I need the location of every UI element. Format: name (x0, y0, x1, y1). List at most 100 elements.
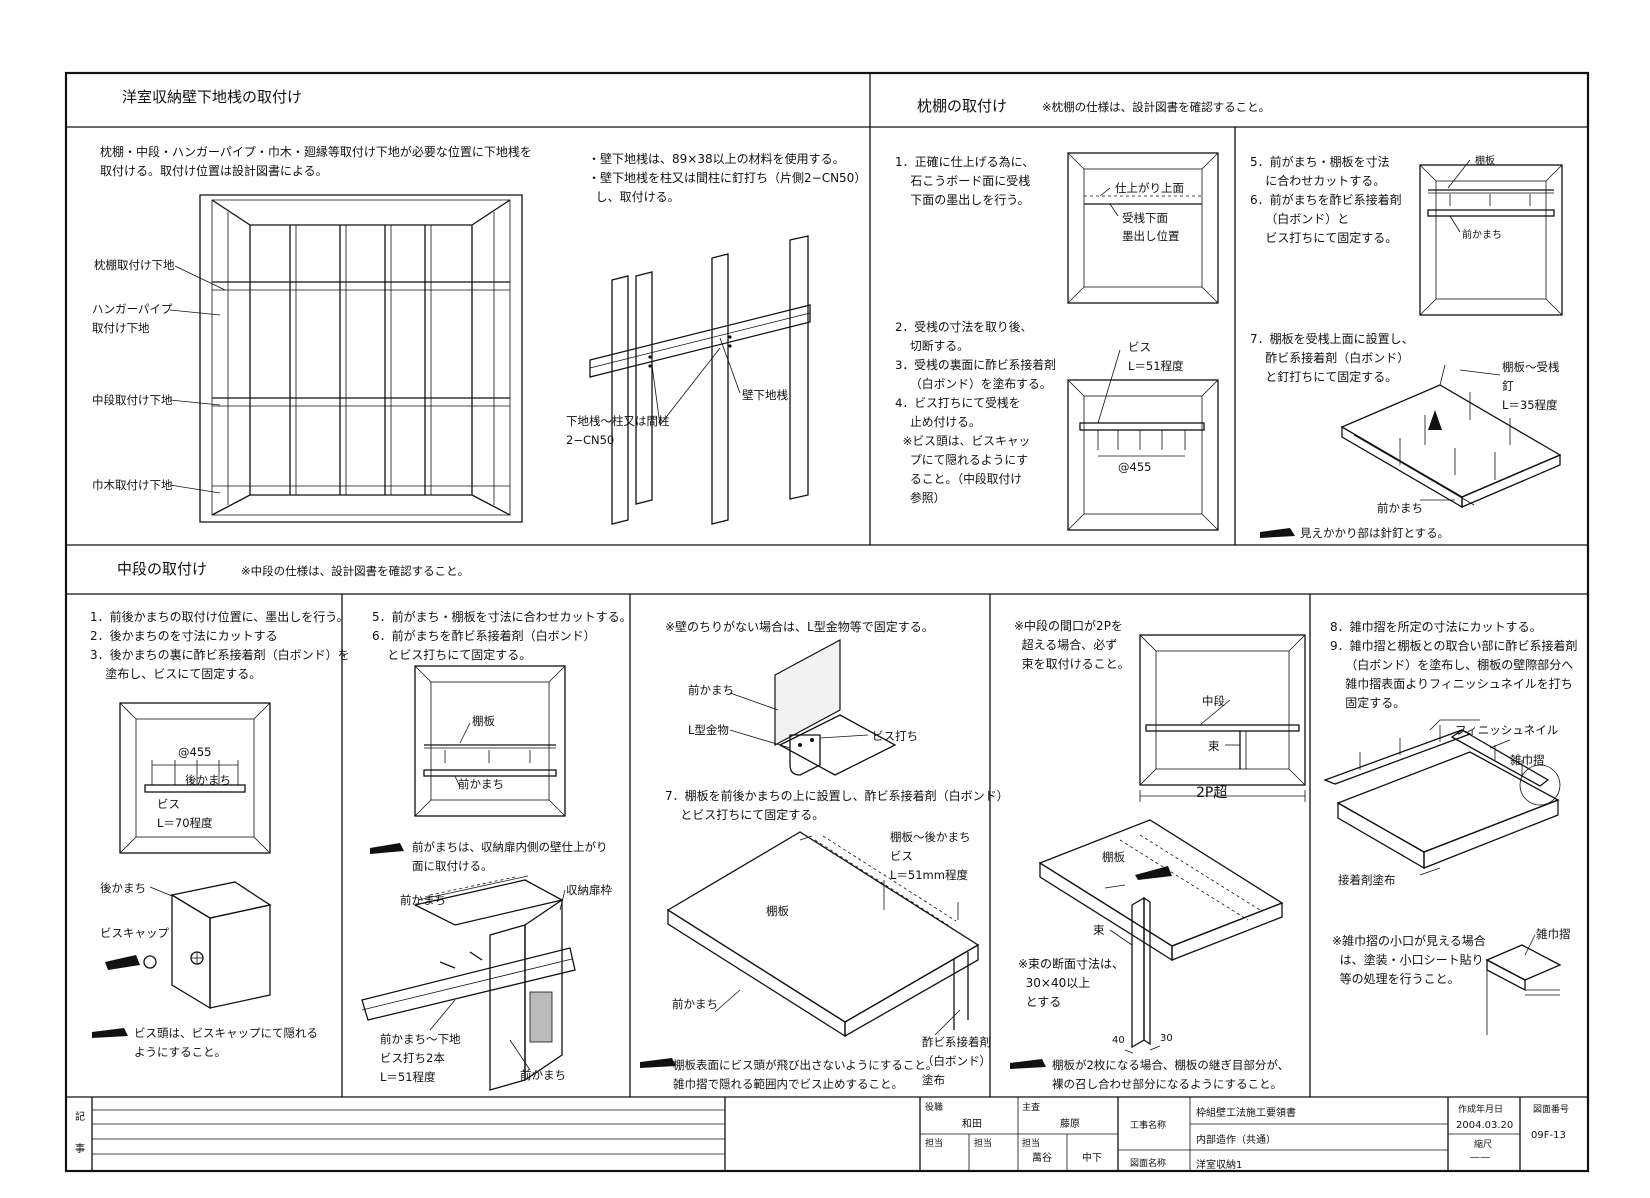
label-chudan: 中段取付け下地 (92, 393, 173, 407)
tb-no: 09F-13 (1531, 1130, 1566, 1141)
label-makurada: 枕棚取付け下地 (94, 258, 175, 272)
tb-koji2: 内部造作（共通） (1196, 1135, 1276, 1146)
makurada-hint: 見えかかり部は針釘とする。 (1300, 526, 1450, 540)
label-2p: 2P超 (1196, 785, 1228, 801)
label-chudan-455: @455 (178, 745, 212, 759)
tb-name4: 中下 (1082, 1153, 1102, 1164)
zokinzuri-koguchi (1485, 934, 1562, 1035)
makurada-step5-text: 5．前がまち・棚板を寸法 に合わせカットする。 6．前がまちを酢ビ系接着剤 （白… (1250, 155, 1402, 245)
label-hanger: ハンガーパイプ 取付け下地 (92, 302, 173, 335)
tb-name3: 萬谷 (1032, 1153, 1052, 1164)
tb-zumen-label: 図面名称 (1130, 1159, 1167, 1169)
makurada-step7-text: 7．棚板を受桟上面に設置し、 酢ビ系接着剤（白ボンド） と釘打ちにて固定する。 (1250, 332, 1414, 384)
tb-scale-label: 縮尺 (1474, 1140, 1493, 1150)
label-tana2: 棚板 (1102, 850, 1125, 864)
chudan-hint4: 棚板が2枚になる場合、棚板の継ぎ目部分が、 裸の召し合わせ部分になるようにするこ… (1052, 1058, 1290, 1091)
tb-date: 2004.03.20 (1456, 1120, 1514, 1131)
label-atokamachi: 後かまち (185, 773, 231, 787)
closet-framing-drawing (169, 194, 523, 523)
label-biscap: ビスキャップ (100, 926, 169, 940)
tb-no-label: 図面番号 (1533, 1105, 1570, 1115)
tb-scale: —— (1470, 1152, 1490, 1163)
zokinzuri-steps: 8．雑巾摺を所定の寸法にカットする。 9．雑巾摺と棚板との取合い部に酢ビ系接着剤… (1330, 620, 1578, 710)
label-tana: 棚板 (766, 904, 789, 918)
zokinzuri-koguchi-note: ※雑巾摺の小口が見える場合 は、塗装・小口シート貼り 等の処理を行うこと。 (1332, 934, 1486, 986)
chudan-step5-text: 5．前がまち・棚板を寸法に合わせカットする。 6．前がまちを酢ビ系接着剤（白ボン… (372, 610, 632, 662)
label-tobirawaku: 収納扉枠 (566, 883, 612, 897)
section2-note: ※枕棚の仕様は、設計図書を確認すること。 (1042, 100, 1271, 114)
label-maekamachi4: 前かまち〜下地 ビス打ち2本 L＝51程度 (380, 1032, 461, 1084)
tb-name2: 藤原 (1060, 1119, 1080, 1130)
tb-koji-label: 工事名称 (1130, 1121, 1167, 1131)
label-kabeshita: 壁下地桟 (742, 388, 788, 402)
chudan-bis-cap (92, 881, 272, 1038)
chudan-tsuka-iso (1010, 819, 1284, 1069)
section1-spec: ・壁下地桟は、89×38以上の材料を使用する。 ・壁下地桟を柱又は間柱に釘打ち（… (588, 152, 867, 204)
chudan-shelf-iso (640, 831, 980, 1068)
label-zokin2: 雑巾摺 (1536, 927, 1571, 941)
chudan-2p-frame (1139, 634, 1306, 802)
batten-stud-detail (589, 235, 811, 525)
tb-date-label: 作成年月日 (1458, 1105, 1504, 1115)
label-kugi35: 棚板〜受桟 釘 L＝35程度 (1502, 360, 1560, 412)
label-tana-ato: 棚板〜後かまち ビス L＝51mm程度 (890, 830, 971, 882)
label-maekamachi7: 前かまち (672, 997, 718, 1011)
section3-title: 中段の取付け (117, 560, 208, 578)
label-bisuchi: ビス打ち (872, 729, 918, 743)
tb-ki: 記 (75, 1112, 85, 1123)
makurada-step2-text: 2．受桟の寸法を取り後、 切断する。 3．受桟の裏面に酢ビ系接着剤 （白ボンド）… (895, 320, 1056, 505)
tb-yakushoku1: 役職 (925, 1103, 944, 1113)
tb-tanto1: 担当 (925, 1139, 944, 1149)
label-finish-nail: フィニッシュネイル (1455, 723, 1559, 737)
label-shiage: 仕上がり上面 (1115, 181, 1184, 195)
chudan-hint2: 前がまちは、収納扉内側の壁仕上がり 面に取付ける。 (412, 840, 608, 873)
label-ukesan: 受桟下面 墨出し位置 (1122, 211, 1180, 243)
label-chudan-maekamachi: 前かまち (458, 777, 504, 791)
section1-desc: 枕棚・中段・ハンガーパイプ・巾木・廻縁等取付け下地が必要な位置に下地桟を 取付け… (100, 145, 532, 178)
chudan-step5 (370, 665, 566, 854)
zokinzuri-iso (1323, 719, 1561, 876)
section1-title: 洋室収納壁下地桟の取付け (122, 88, 303, 106)
chudan-l-bracket (729, 638, 897, 776)
chudan-door-frame-detail (361, 875, 576, 1091)
label-maekamachi5: 前かまち (520, 1068, 566, 1082)
label-habaki: 巾木取付け下地 (92, 478, 173, 492)
label-maekamachi3: 前かまち (400, 893, 446, 907)
makurada-step7 (1260, 364, 1562, 538)
label-zokin: 雑巾摺 (1510, 753, 1545, 767)
label-bis70: ビス L＝70程度 (157, 797, 213, 830)
makurada-step2 (1067, 349, 1219, 531)
label-setchaku2: 接着剤塗布 (1338, 873, 1396, 887)
label-maekamachi: 前かまち (1462, 230, 1502, 241)
chudan-hint1: ビス頭は、ビスキャップにて隠れる ようにすること。 (134, 1026, 318, 1059)
chudan-hint3: 棚板表面にビス頭が飛び出さないようにすること。 雑巾摺で隠れる範囲内でビス止めす… (673, 1058, 938, 1091)
chudan-tsuka-note: ※束の断面寸法は、 30×40以上 とする (1018, 957, 1125, 1009)
chudan-step7-text: 7．棚板を前後かまちの上に設置し、酢ビ系接着剤（白ボンド） とビス打ちにて固定す… (665, 789, 1009, 822)
label-455: @455 (1118, 460, 1152, 474)
tb-name1: 和田 (962, 1119, 982, 1130)
section2-title: 枕棚の取付け (917, 97, 1008, 115)
chudan-wall-note: ※壁のちりがない場合は、L型金物等で固定する。 (665, 620, 934, 634)
makurada-step1 (1067, 152, 1219, 304)
label-tanaita: 棚板 (1475, 156, 1495, 167)
label-atokamachi2: 後かまち (100, 881, 146, 895)
chudan-step1 (119, 702, 271, 854)
label-tsuka2: 束 (1093, 923, 1105, 937)
makurada-step1-text: 1．正確に仕上げる為に、 石こうボード面に受桟 下面の墨出しを行う。 (895, 155, 1035, 207)
makurada-step5 (1419, 159, 1563, 316)
label-lkanamono: L型金物 (688, 723, 729, 737)
label-40: 40 (1112, 1035, 1125, 1046)
tb-yakushoku2: 主査 (1022, 1103, 1041, 1113)
chudan-step1-text: 1．前後かまちの取付け位置に、墨出しを行う。 2．後かまちのを寸法にカットする … (90, 610, 350, 681)
label-tsuka: 束 (1208, 739, 1220, 753)
tb-ji: 事 (75, 1144, 85, 1155)
label-30: 30 (1160, 1033, 1173, 1044)
section3-note: ※中段の仕様は、設計図書を確認すること。 (241, 564, 470, 578)
tb-tanto2: 担当 (974, 1139, 993, 1149)
label-chudan2: 中段 (1202, 694, 1225, 708)
tb-tanto3: 担当 (1022, 1139, 1041, 1149)
chudan-2p-note: ※中段の間口が2Pを 超える場合、必ず 束を取付けること。 (1014, 619, 1130, 671)
label-maekamachi2: 前かまち (1377, 501, 1423, 515)
